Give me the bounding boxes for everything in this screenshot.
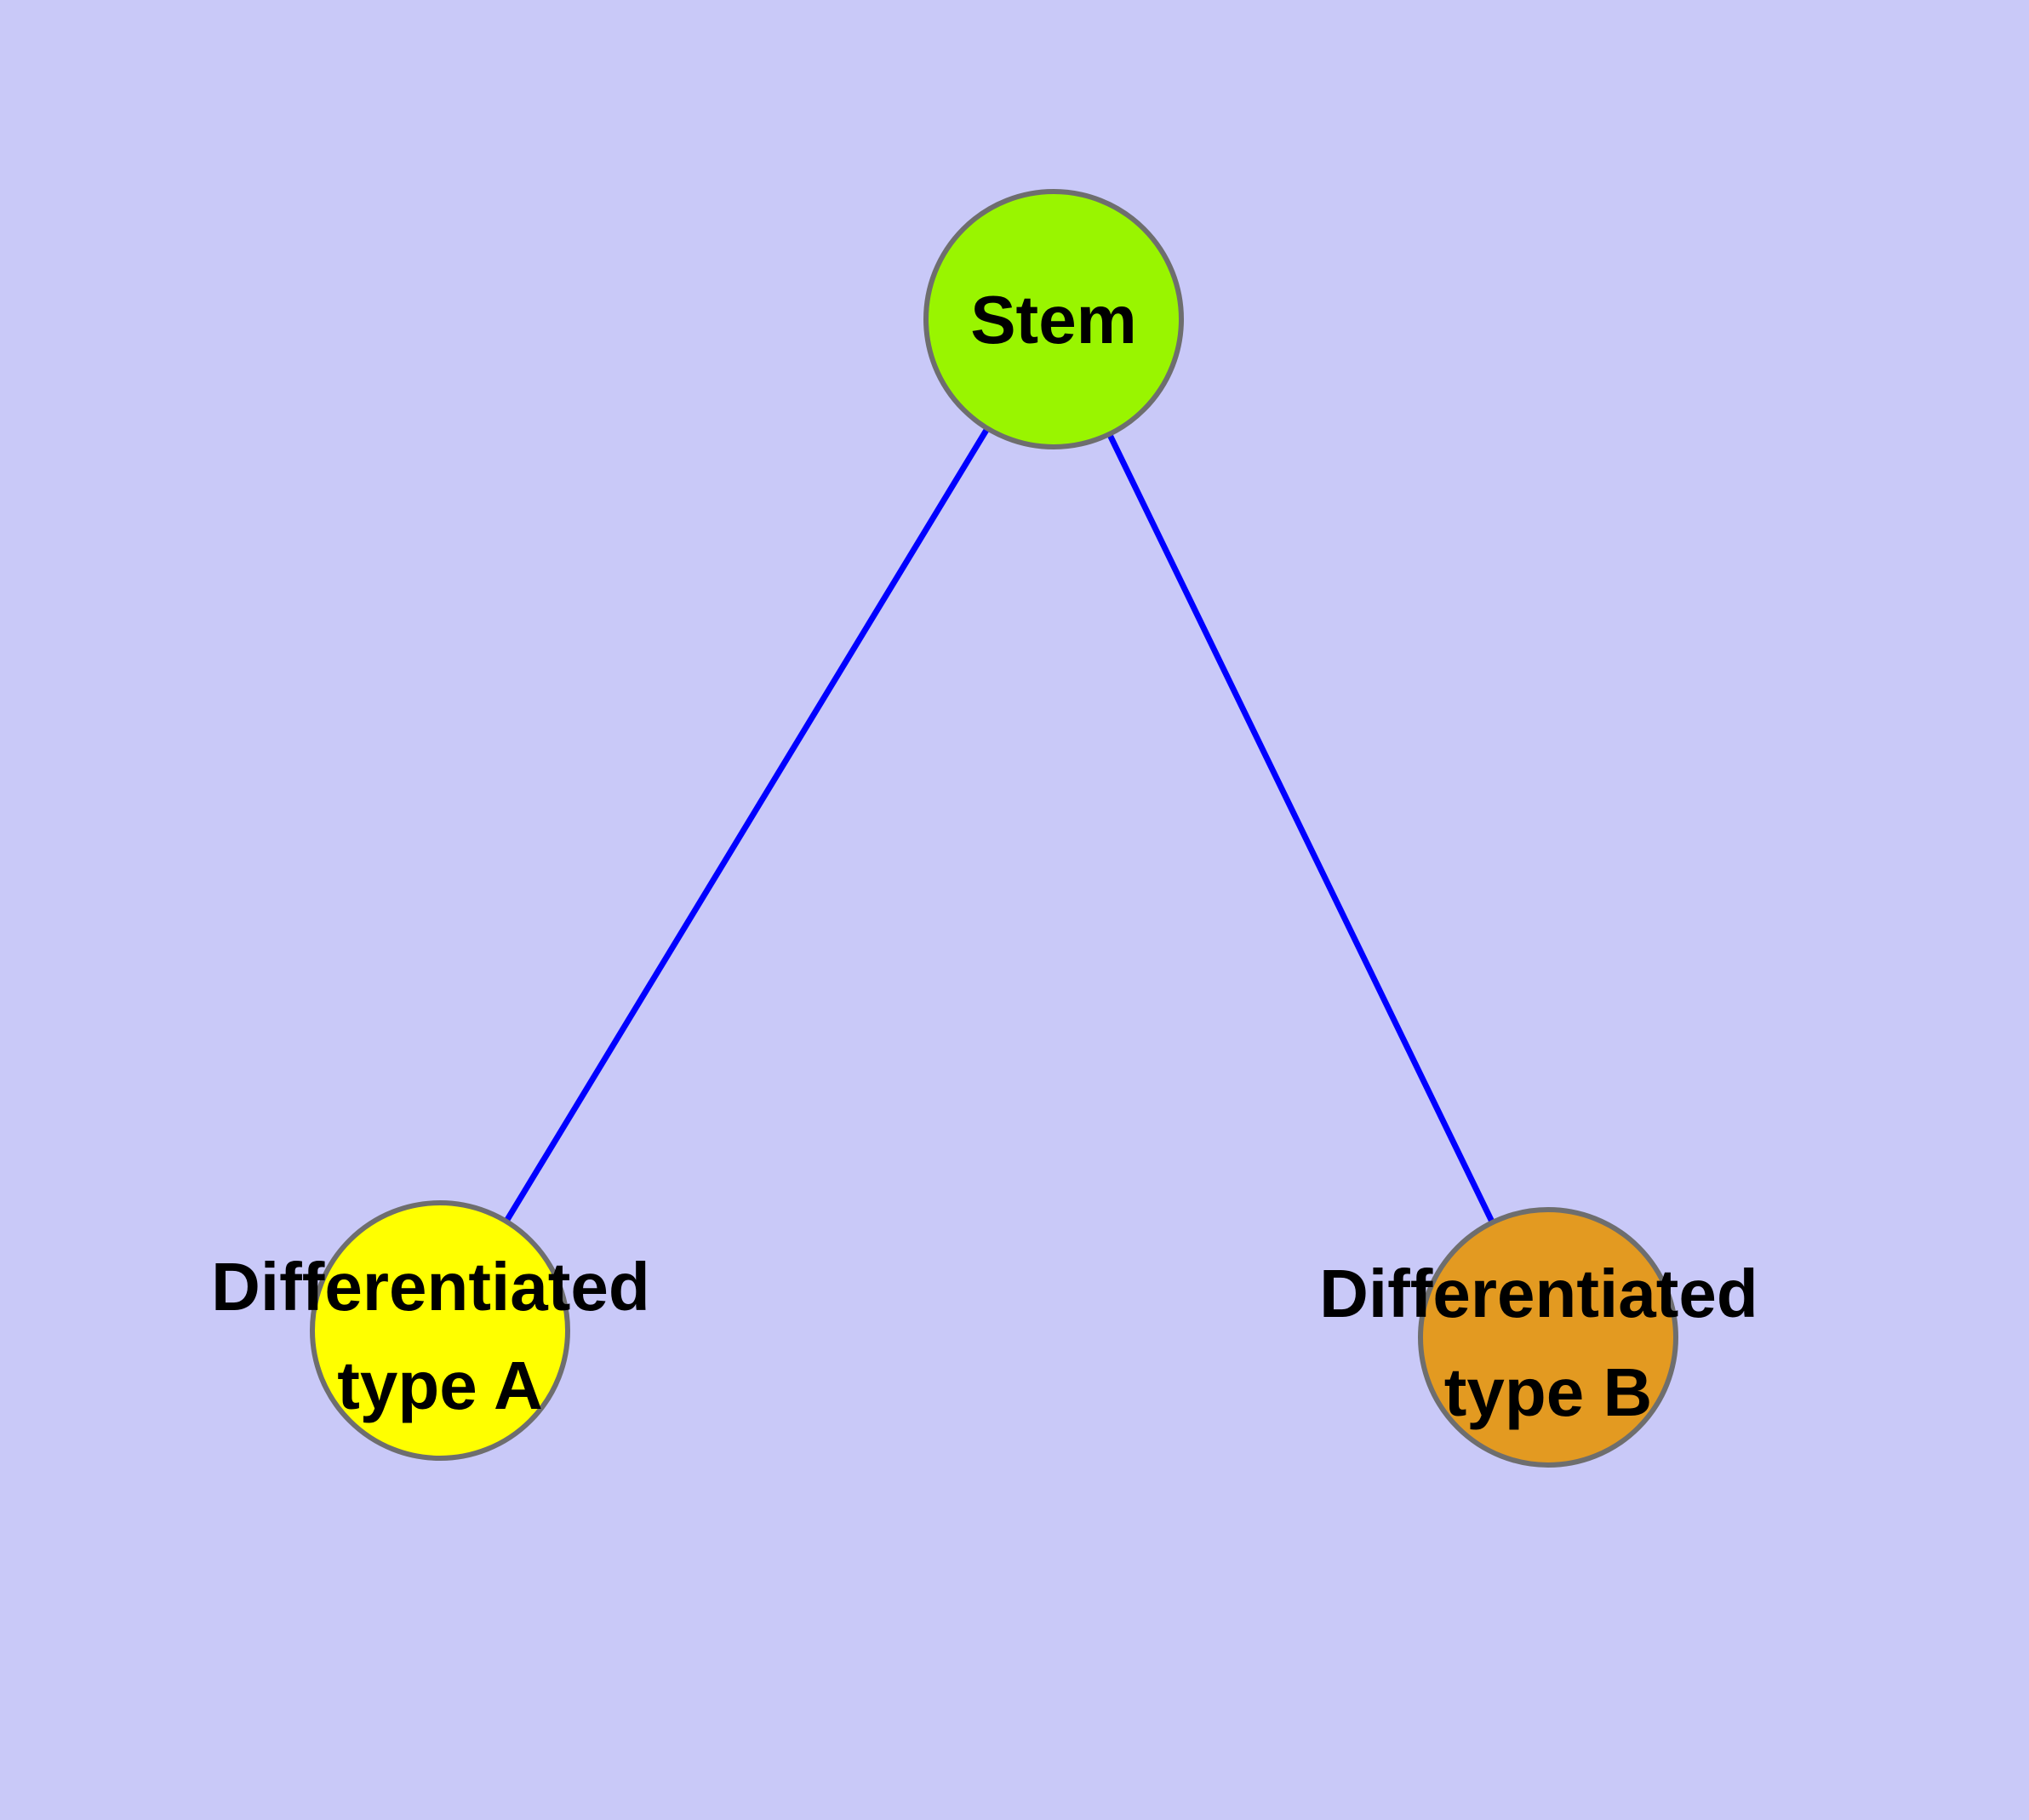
node-differentiated-type-a-label-line1: Differentiated	[211, 1249, 650, 1325]
node-differentiated-type-b-label: Differentiated type B	[1319, 1256, 1777, 1430]
node-differentiated-type-b-label-line2: type B	[1444, 1354, 1653, 1430]
node-differentiated-type-a: Differentiated type A	[211, 1200, 669, 1461]
node-stem-circle	[923, 189, 1184, 449]
edge-stem-to-type-a	[437, 318, 1056, 1332]
node-differentiated-type-b-label-line1: Differentiated	[1319, 1256, 1758, 1331]
node-differentiated-type-b-circle	[1418, 1207, 1678, 1468]
node-differentiated-type-a-label: Differentiated type A	[211, 1249, 669, 1423]
node-stem: Stem	[923, 189, 1184, 449]
node-stem-label: Stem	[970, 282, 1137, 358]
node-differentiated-type-a-circle	[310, 1200, 570, 1461]
node-differentiated-type-b: Differentiated type B	[1319, 1207, 1777, 1468]
node-differentiated-type-a-label-line2: type A	[337, 1348, 543, 1423]
edge-stem-to-type-b	[1050, 318, 1552, 1339]
